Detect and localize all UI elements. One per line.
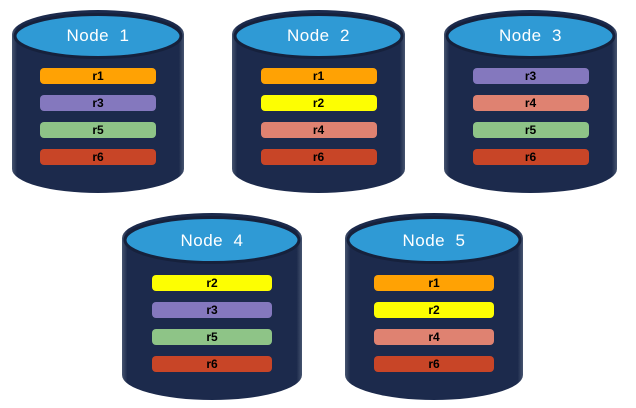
- replica-bar-r6: r6: [472, 149, 589, 165]
- replica-bar-r6: r6: [374, 356, 494, 372]
- replica-bar-r1: r1: [40, 68, 156, 84]
- replica-bar-r2: r2: [152, 275, 272, 291]
- replica-bar-r6: r6: [152, 356, 272, 372]
- replica-bar-r2: r2: [374, 302, 494, 318]
- replica-bar-r5: r5: [40, 122, 156, 138]
- replica-bar-r1: r1: [260, 68, 377, 84]
- replica-bar-r3: r3: [40, 95, 156, 111]
- replica-bar-r3: r3: [152, 302, 272, 318]
- replica-bar-r3: r3: [472, 68, 589, 84]
- replica-bar-r5: r5: [152, 329, 272, 345]
- replica-bar-r2: r2: [260, 95, 377, 111]
- replica-bar-r4: r4: [260, 122, 377, 138]
- replica-bar-r4: r4: [472, 95, 589, 111]
- replica-bar-r6: r6: [40, 149, 156, 165]
- replica-bar-r4: r4: [374, 329, 494, 345]
- replica-bar-r5: r5: [472, 122, 589, 138]
- replica-bar-r1: r1: [374, 275, 494, 291]
- replica-bar-r6: r6: [260, 149, 377, 165]
